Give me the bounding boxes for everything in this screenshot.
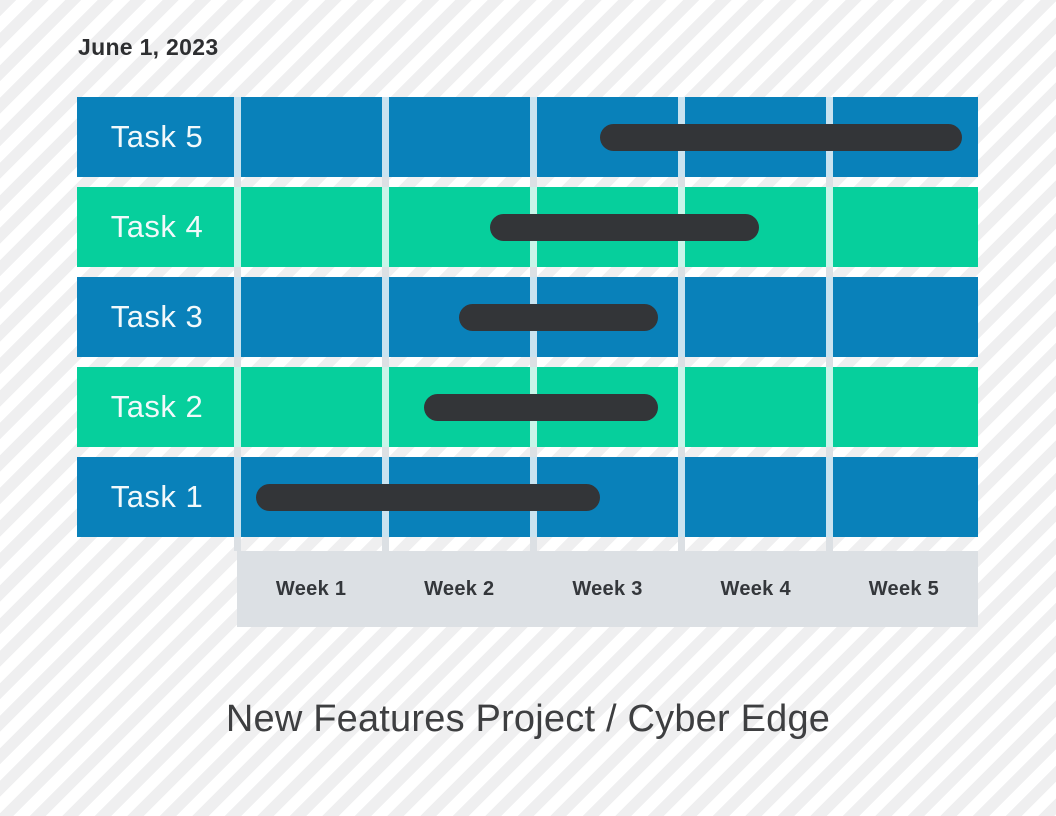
week-axis-label: Week 4 bbox=[720, 577, 791, 600]
week-gridline bbox=[233, 97, 241, 177]
week-gridline bbox=[381, 97, 389, 177]
task-row: Task 3 bbox=[77, 277, 978, 357]
task-label: Task 3 bbox=[110, 299, 204, 334]
week-axis-label: Week 5 bbox=[868, 577, 940, 600]
task-duration-bar bbox=[459, 303, 658, 331]
week-axis-label: Week 1 bbox=[275, 577, 347, 600]
week-axis-label: Week 3 bbox=[572, 577, 643, 600]
week-gridline bbox=[826, 187, 834, 267]
week-gridline bbox=[678, 367, 686, 447]
task-row: Task 4 bbox=[77, 187, 978, 267]
task-label: Task 4 bbox=[110, 209, 204, 244]
week-gridline bbox=[826, 457, 834, 537]
week-gridline bbox=[381, 187, 389, 267]
task-duration-bar bbox=[600, 123, 962, 151]
task-label: Task 5 bbox=[110, 119, 204, 154]
task-row: Task 1 bbox=[77, 457, 978, 537]
task-duration-bar bbox=[423, 393, 658, 421]
week-gridline bbox=[233, 367, 241, 447]
week-axis: Week 1 Week 2 Week 3 Week 4 Week 5 bbox=[237, 551, 978, 627]
week-gridline bbox=[233, 277, 241, 357]
task-label: Task 1 bbox=[110, 479, 204, 514]
week-gridline bbox=[678, 277, 686, 357]
task-row: Task 2 bbox=[77, 367, 978, 447]
chart-title: New Features Project / Cyber Edge bbox=[225, 698, 831, 740]
task-row: Task 5 bbox=[77, 97, 978, 177]
week-axis-label: Week 2 bbox=[424, 577, 495, 600]
week-gridline bbox=[381, 277, 389, 357]
date-label: June 1, 2023 bbox=[78, 34, 219, 60]
task-duration-bar bbox=[256, 483, 601, 511]
task-label: Task 2 bbox=[110, 389, 204, 424]
week-gridline bbox=[826, 277, 834, 357]
week-gridline bbox=[233, 187, 241, 267]
task-duration-bar bbox=[490, 213, 759, 241]
week-gridline bbox=[233, 457, 241, 537]
week-gridline bbox=[529, 97, 537, 177]
week-gridline bbox=[381, 367, 389, 447]
week-gridline bbox=[678, 457, 686, 537]
week-gridline bbox=[826, 367, 834, 447]
